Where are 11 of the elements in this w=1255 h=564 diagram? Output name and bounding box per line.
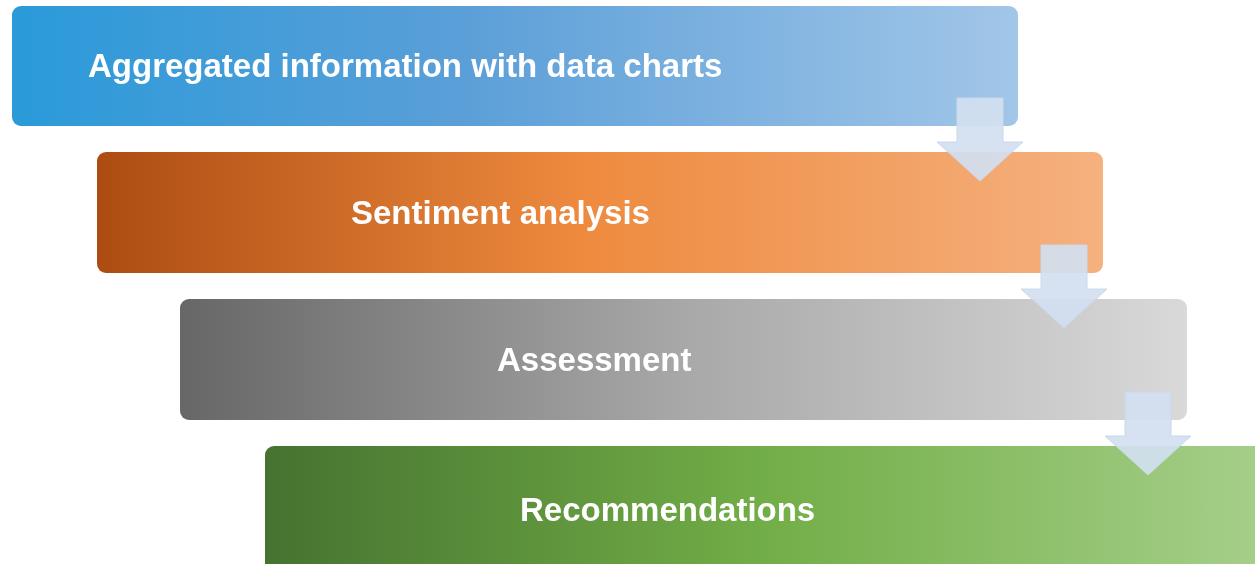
down-block-arrow bbox=[936, 97, 1024, 182]
down-block-arrow bbox=[1020, 244, 1108, 329]
step-label: Recommendations bbox=[520, 490, 816, 530]
step-label: Aggregated information with data charts bbox=[88, 46, 723, 86]
down-block-arrow bbox=[1104, 391, 1192, 476]
step-box bbox=[265, 446, 1255, 564]
step-box bbox=[180, 299, 1187, 420]
step-label: Assessment bbox=[497, 339, 692, 380]
step-box bbox=[12, 6, 1018, 126]
step-box bbox=[97, 152, 1103, 273]
step-label: Sentiment analysis bbox=[351, 192, 650, 233]
